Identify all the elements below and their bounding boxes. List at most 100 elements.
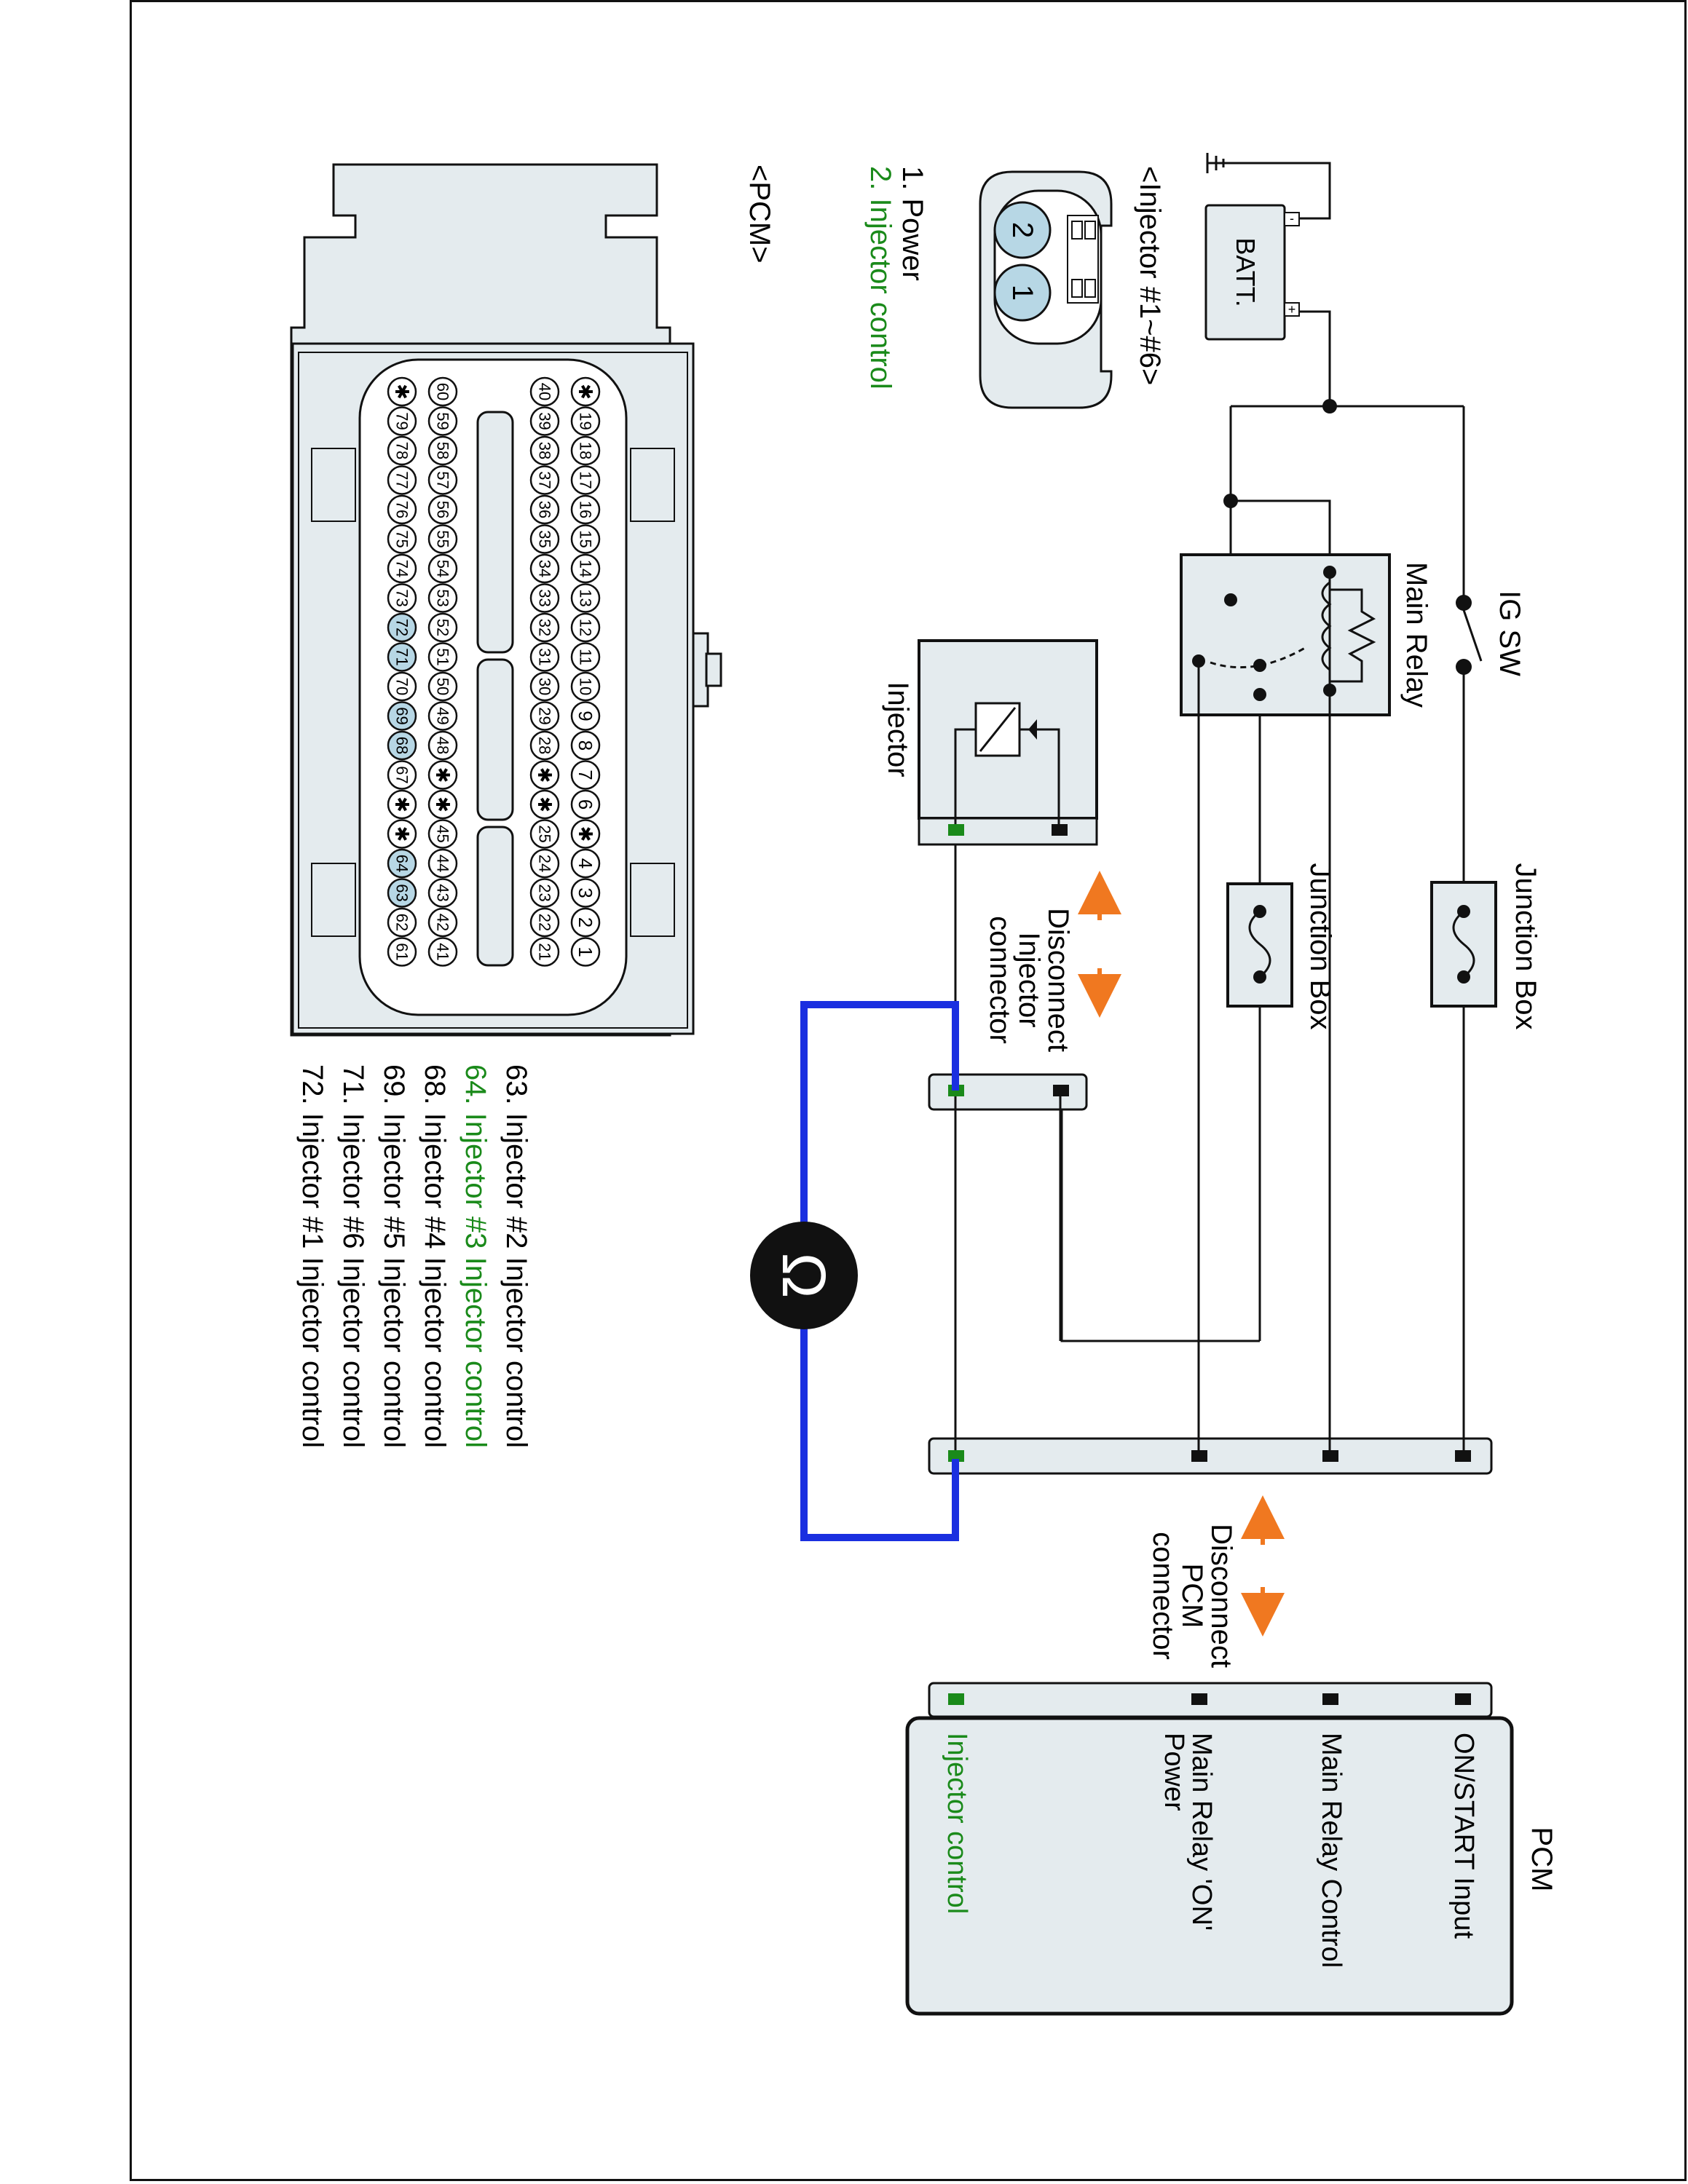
pcm-pin-circle: [529, 760, 560, 790]
pcm-pin-circle: [387, 642, 417, 672]
pcm-pin-number: 70: [393, 678, 411, 695]
pcm-pin-number: 76: [393, 501, 411, 518]
pcm-pin-number: 53: [434, 589, 452, 606]
pcm-pin-circle: [427, 878, 458, 908]
pcm-pin-circle: [387, 730, 417, 761]
disconnect-pcm-label: Disconnect PCM connector: [1147, 1524, 1237, 1668]
pcm-pin-number: ✱: [534, 796, 556, 812]
disconnect-injector-label: Disconnect Injector connector: [984, 908, 1074, 1052]
injector-connector-face: <Injector #1~#6> 2 1 1. Power 2. Injecto…: [864, 166, 1166, 409]
pcm-pin-number: 52: [434, 619, 452, 636]
pcm-pin-circle: [427, 612, 458, 643]
pcm-pin-number: 56: [434, 501, 452, 518]
pcm-pin-main-relay-on-power-2: Power: [1159, 1733, 1189, 1811]
pcm-wires: [954, 661, 1465, 1450]
pcm-pin-circle: [427, 524, 458, 554]
pcm-pin-number: 36: [536, 501, 554, 518]
pcm-pin-number: 30: [536, 678, 554, 695]
pcm-pin-number: 63: [393, 884, 411, 901]
pcm-module: PCM ON/START Input Main Relay Control Ma…: [905, 1682, 1558, 2016]
main-relay: Main Relay: [1180, 553, 1432, 716]
pcm-pin-circle: [570, 789, 601, 820]
pcm-connector-header: <PCM>: [744, 165, 776, 264]
injector-connector-header: <Injector #1~#6>: [1134, 166, 1166, 385]
pcm-pin-number: 31: [536, 648, 554, 665]
pcm-pin-circle: [427, 907, 458, 938]
pcm-pin-number: 64: [393, 855, 411, 872]
pcm-pin-circle: [427, 671, 458, 702]
pcm-pin-number: 14: [577, 560, 595, 577]
pcm-pin-circle: [529, 553, 560, 584]
pcm-pin-circle: [529, 376, 560, 407]
pcm-pin-circle: [387, 878, 417, 908]
pcm-pin-number: ✱: [432, 767, 454, 783]
pcm-pin-circle: [529, 878, 560, 908]
pcm-pin-circle: [427, 583, 458, 613]
pcm-pin-circle: [387, 937, 417, 967]
pcm-pin-number: 44: [434, 855, 452, 872]
pcm-pin-number: ✱: [534, 767, 556, 783]
pcm-pin-circle: [529, 701, 560, 731]
pcm-harness-connector: [928, 1437, 1493, 1475]
pcm-pin-number: 11: [577, 649, 595, 665]
svg-text:PCM: PCM: [1176, 1564, 1208, 1629]
svg-text:connector: connector: [984, 916, 1016, 1044]
pcm-pin-circle: [387, 376, 417, 407]
pcm-pin-number: 29: [536, 707, 554, 724]
pcm-pin-number: 48: [434, 737, 452, 754]
pcm-pin-number: 43: [434, 884, 452, 901]
pcm-pin-number: 15: [577, 530, 595, 547]
pcm-pin-number: 35: [536, 530, 554, 547]
pcm-pin-number: 18: [577, 442, 595, 459]
battery: BATT. - +: [1204, 204, 1300, 341]
pcm-pin-circle: [529, 671, 560, 702]
pcm-pin-number: 75: [393, 530, 411, 547]
pcm-pin-number: ✱: [575, 384, 596, 400]
pcm-pin-circle: [570, 524, 601, 554]
pcm-pin-circle: [529, 494, 560, 525]
pcm-pin-number: 62: [393, 914, 411, 931]
pin-list-71: 71. Injector #6 Injector control: [337, 1064, 369, 1448]
pcm-pin-circle: [427, 465, 458, 495]
pin-list-63: 63. Injector #2 Injector control: [500, 1064, 532, 1448]
pcm-pin-number: 33: [536, 589, 554, 606]
pcm-pin-number: 69: [393, 707, 411, 724]
pcm-pin-circle: [387, 435, 417, 466]
pcm-pin-circle: [570, 612, 601, 643]
pcm-pin-injector-control: Injector control: [942, 1733, 972, 1914]
pcm-pin-number: 73: [393, 589, 411, 606]
pcm-pin-number: 50: [434, 678, 452, 695]
pcm-pin-circle: [427, 730, 458, 761]
ground-icon: [1206, 153, 1225, 173]
pcm-pin-circle: [529, 730, 560, 761]
pcm-pin-number: 28: [536, 737, 554, 754]
pcm-pin-number: 1: [575, 946, 596, 957]
pcm-pin-number: 21: [536, 943, 554, 960]
pcm-pin-circle: [529, 642, 560, 672]
pcm-pin-circle: [570, 406, 601, 436]
pcm-pin-circle: [570, 642, 601, 672]
pcm-pin-number: 74: [393, 560, 411, 577]
pcm-pin-number: 23: [536, 884, 554, 901]
junction-box-1: Junction Box: [1430, 863, 1542, 1030]
pcm-pin-number: 58: [434, 442, 452, 459]
pcm-pin-number: 59: [434, 412, 452, 430]
pcm-pin-circle: [387, 760, 417, 790]
battery-minus-label: -: [1290, 211, 1294, 226]
injector-terminal-2: 2: [1006, 222, 1038, 238]
pcm-title: PCM: [1526, 1827, 1558, 1892]
svg-text:Injector: Injector: [1013, 932, 1045, 1027]
pcm-pin-circle: [387, 612, 417, 643]
pcm-pin-circle: [387, 671, 417, 702]
pcm-pin-circle: [529, 524, 560, 554]
pcm-connector-face: <PCM> ✱191817161514131211109876✱43214039…: [290, 163, 776, 1037]
pcm-pin-circle: [529, 583, 560, 613]
pcm-pin-circle: [529, 465, 560, 495]
pcm-pin-circle: [387, 406, 417, 436]
pcm-pin-circle: [529, 789, 560, 820]
pcm-pin-number: 67: [393, 766, 411, 783]
pcm-pin-number: 79: [393, 412, 411, 430]
pcm-pin-number: 16: [577, 501, 595, 518]
pcm-pin-on-start-input: ON/START Input: [1448, 1733, 1479, 1939]
pcm-pin-number: 6: [575, 799, 596, 810]
